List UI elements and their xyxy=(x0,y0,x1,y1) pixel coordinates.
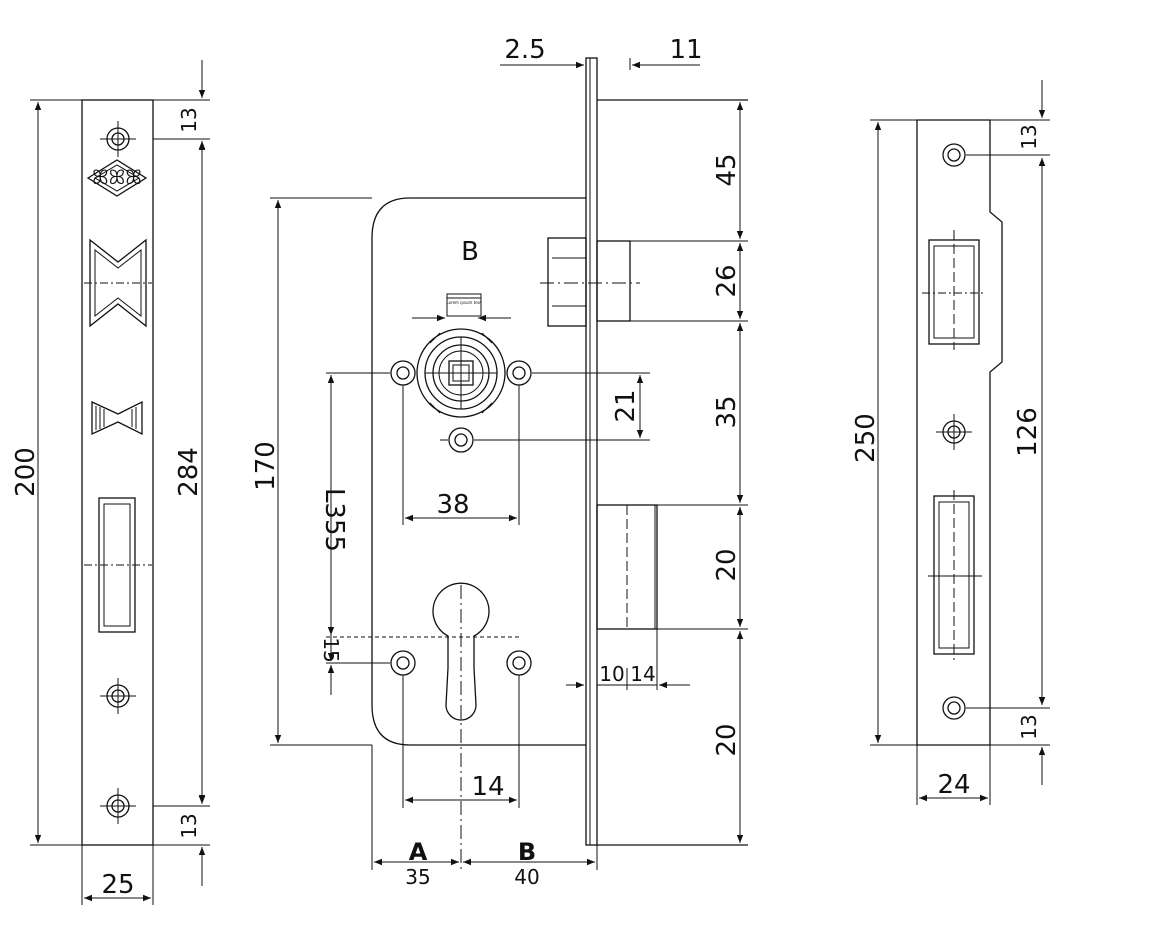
strike-length-label: 126 xyxy=(1013,407,1043,457)
faceplate-length-label: 284 xyxy=(174,447,204,497)
cylinder-screw-right xyxy=(506,650,532,676)
faceplate-outline xyxy=(81,99,154,846)
svg-text:Lorem ipsum text: Lorem ipsum text xyxy=(446,300,482,305)
body-screw-right xyxy=(506,360,532,386)
dim-26-label: 26 xyxy=(712,264,742,297)
side-b-value: 40 xyxy=(514,865,539,889)
lock-side-label-b: B xyxy=(461,237,479,267)
faceplate-bottom-offset-label: 13 xyxy=(177,813,201,838)
faceplate-width-label: 25 xyxy=(101,870,134,900)
plate-offset-label: 11 xyxy=(669,35,702,65)
dim-45-label: 45 xyxy=(712,153,742,186)
strike-deadbolt-opening xyxy=(928,490,982,660)
deadbolt-opening xyxy=(84,497,152,633)
spindle-follower xyxy=(416,328,506,418)
strike-latch-opening xyxy=(922,230,985,350)
plate-thickness-label: 2.5 xyxy=(504,35,545,65)
side-a-value: 35 xyxy=(405,865,430,889)
follower-offset-label: 21 xyxy=(611,389,641,422)
cylinder-screw-left xyxy=(390,650,416,676)
auxiliary-bolt-opening xyxy=(91,400,143,436)
strike-screw-bottom xyxy=(942,696,966,720)
strike-screw-top xyxy=(942,143,966,167)
deadbolt xyxy=(596,504,658,630)
strike-height-label: 250 xyxy=(851,413,881,463)
cylinder-offset-label: 15 xyxy=(319,637,343,662)
faceplate-screw-top xyxy=(100,121,136,157)
faceplate-height-label: 200 xyxy=(11,447,41,497)
strike-bottom-offset-label: 13 xyxy=(1017,714,1041,739)
strike-plate-view: 250 126 13 13 24 xyxy=(851,80,1050,805)
strike-plate-outline xyxy=(916,119,1003,746)
manufacturer-logo-icon: ꕤꕤꕤ xyxy=(86,159,148,197)
faceplate-screw-bottom xyxy=(100,788,136,824)
cylinder-screw-spacing-label: 14 xyxy=(471,772,504,802)
faceplate-screw-middle xyxy=(100,678,136,714)
strike-top-offset-label: 13 xyxy=(1017,124,1041,149)
lock-body-outline xyxy=(371,197,586,746)
body-height-label: 170 xyxy=(251,441,281,491)
follower-screw-spacing-label: 38 xyxy=(436,490,469,520)
strike-screw-middle xyxy=(936,414,972,450)
spec-label-box: Lorem ipsum text xyxy=(446,293,482,317)
body-screw-left xyxy=(390,360,416,386)
dim-20b-label: 20 xyxy=(712,723,742,756)
dim-10-label: 10 xyxy=(599,662,624,686)
side-a-label: A xyxy=(409,838,428,866)
backset-label: L355 xyxy=(319,488,349,552)
dim-14b-label: 14 xyxy=(630,662,655,686)
faceplate-top-offset-label: 13 xyxy=(177,107,201,132)
body-screw-lower xyxy=(448,427,474,453)
latch-bolt xyxy=(540,237,640,327)
svg-text:ꕤꕤꕤ: ꕤꕤꕤ xyxy=(92,165,142,189)
lock-body-view: B L xyxy=(251,35,748,889)
strike-width-label: 24 xyxy=(937,770,970,800)
front-plate xyxy=(585,57,598,846)
cylinder-cutout xyxy=(432,582,490,870)
latch-bolt-opening xyxy=(84,238,152,328)
side-b-label: B xyxy=(518,838,536,866)
faceplate-view: 200 284 13 13 25 xyxy=(11,60,210,905)
dim-20a-label: 20 xyxy=(712,548,742,581)
dim-35-label: 35 xyxy=(712,395,742,428)
